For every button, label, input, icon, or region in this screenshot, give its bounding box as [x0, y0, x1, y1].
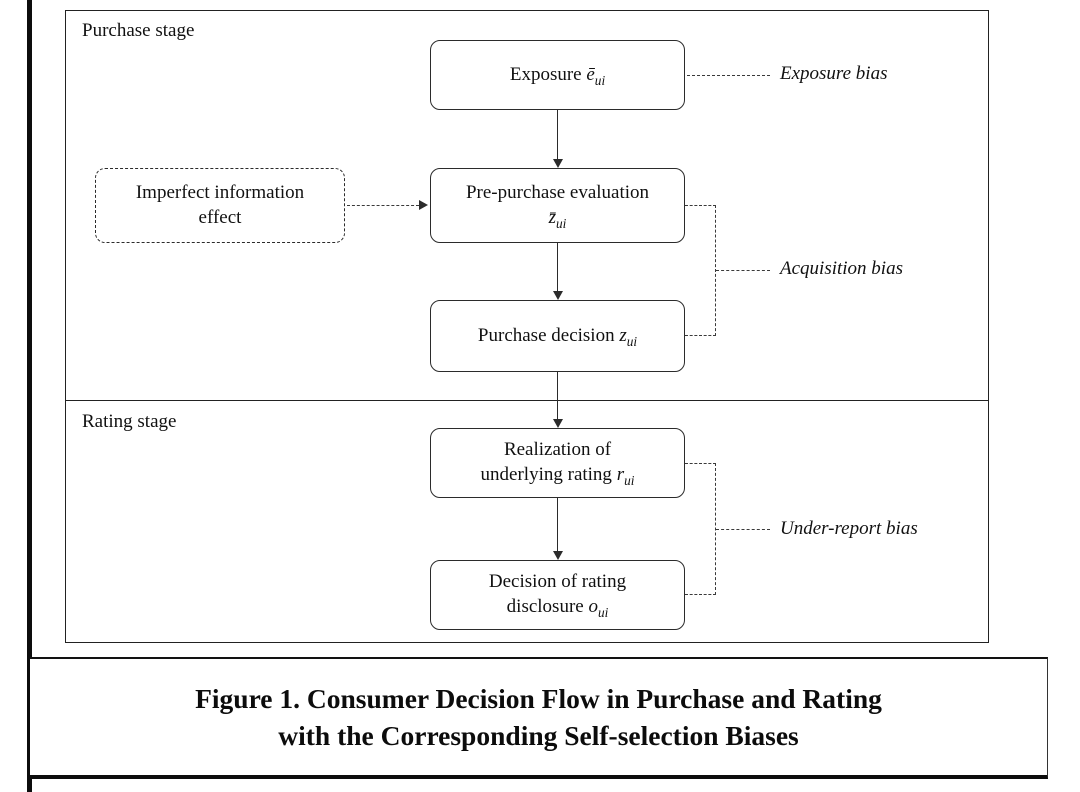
realization-node: Realization of underlying rating rui	[430, 428, 685, 498]
imperfect-line2: effect	[198, 206, 242, 228]
arrow-down-icon	[552, 372, 563, 428]
under-report-bias-bracket	[685, 463, 716, 595]
purchase-decision-node: Purchase decision zui	[430, 300, 685, 372]
disclosure-line2: disclosure oui	[506, 596, 609, 620]
under-report-bias-connector	[716, 529, 770, 530]
realization-line1: Realization of	[503, 439, 612, 461]
arrow-down-icon	[552, 498, 563, 560]
disclosure-node: Decision of rating disclosure oui	[430, 560, 685, 630]
imperfect-line1: Imperfect information	[135, 181, 305, 203]
caption-line1: Figure 1. Consumer Decision Flow in Purc…	[195, 682, 882, 714]
imperfect-information-node: Imperfect information effect	[95, 168, 345, 243]
purchase-decision-label: Purchase decision zui	[477, 324, 638, 349]
realization-line2: underlying rating rui	[480, 464, 635, 488]
exposure-node: Exposure ēui	[430, 40, 685, 110]
purchase-stage-label: Purchase stage	[82, 20, 195, 41]
arrow-right-icon	[419, 200, 428, 210]
acquisition-bias-bracket	[685, 205, 716, 336]
page-left-border	[27, 0, 32, 792]
rating-stage-label: Rating stage	[82, 411, 177, 432]
prepurchase-node: Pre-purchase evaluation z̄ui	[430, 168, 685, 243]
exposure-node-label: Exposure ēui	[509, 63, 606, 88]
disclosure-line1: Decision of rating	[488, 571, 627, 593]
figure-caption: Figure 1. Consumer Decision Flow in Purc…	[30, 657, 1048, 779]
exposure-bias-label: Exposure bias	[780, 63, 888, 84]
caption-line2: with the Corresponding Self-selection Bi…	[278, 720, 799, 751]
exposure-bias-connector	[687, 75, 770, 76]
arrow-down-icon	[552, 243, 563, 300]
stage-divider-line	[65, 400, 989, 401]
acquisition-bias-label: Acquisition bias	[780, 258, 903, 279]
arrow-down-icon	[552, 110, 563, 168]
prepurchase-line1: Pre-purchase evaluation	[465, 181, 650, 203]
acquisition-bias-connector	[716, 270, 770, 271]
prepurchase-symbol: z̄ui	[548, 206, 567, 231]
under-report-bias-label: Under-report bias	[780, 518, 918, 539]
imperfect-connector	[347, 205, 419, 206]
